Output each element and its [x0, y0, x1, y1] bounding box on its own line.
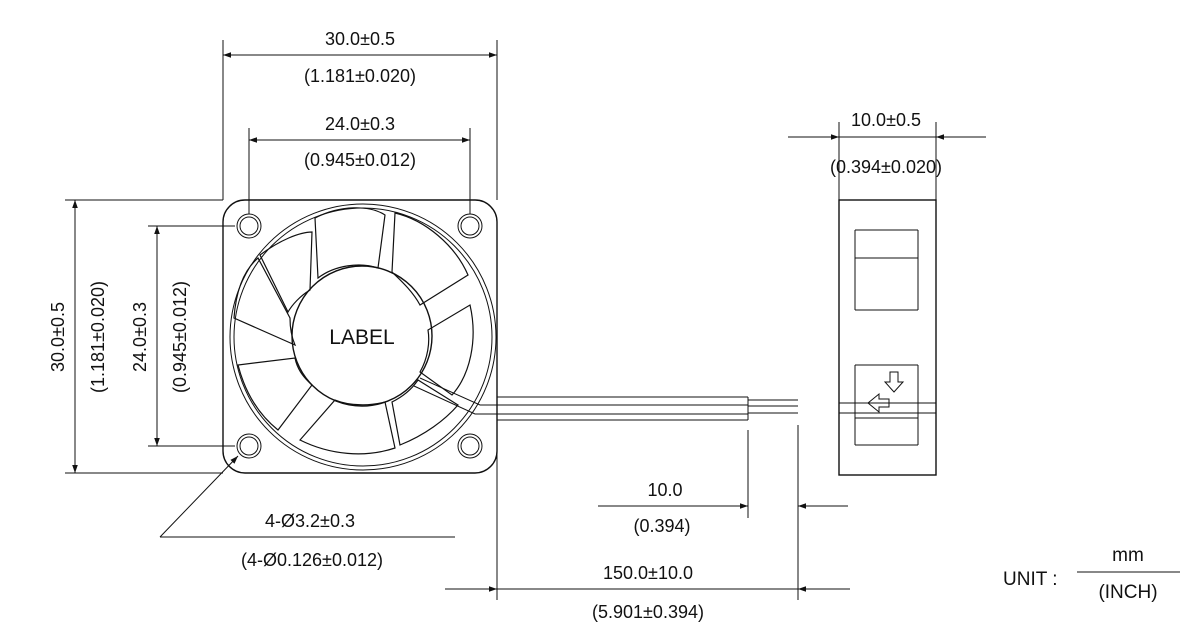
mount-hole: [457, 213, 483, 239]
strip-length-mm: 10.0: [647, 480, 682, 500]
unit-numerator: mm: [1112, 545, 1144, 566]
dim-total-length: 150.0±10.0 (5.901±0.394): [445, 420, 850, 622]
width-outer-inch: (1.181±0.020): [304, 66, 416, 86]
dim-width-outer: 30.0±0.5 (1.181±0.020): [222, 29, 498, 200]
mount-hole: [236, 433, 262, 459]
fan-side-view: [838, 199, 937, 476]
mount-hole: [239, 436, 259, 456]
side-frame-outline: [838, 199, 937, 476]
dim-strip-length: 10.0 (0.394): [598, 425, 848, 600]
height-outer-inch: (1.181±0.020): [88, 281, 108, 393]
fan-hub: [291, 265, 433, 407]
dim-height-holes: 24.0±0.3 (0.945±0.012): [130, 225, 235, 447]
dim-thickness: 10.0±0.5 (0.394±0.020): [788, 110, 986, 210]
dim-height-outer: 30.0±0.5 (1.181±0.020): [48, 199, 223, 474]
mount-hole: [460, 436, 480, 456]
mounting-holes: [236, 213, 483, 459]
width-outer-mm: 30.0±0.5: [325, 29, 395, 49]
height-holes-mm: 24.0±0.3: [130, 302, 150, 372]
height-holes-inch: (0.945±0.012): [170, 281, 190, 393]
unit-denominator: (INCH): [1098, 582, 1157, 603]
thickness-inch: (0.394±0.020): [830, 157, 942, 177]
thickness-mm: 10.0±0.5: [851, 110, 921, 130]
fan-frame-outline: [222, 199, 498, 474]
mount-holes-mm: 4-Ø3.2±0.3: [265, 511, 355, 531]
mount-holes-inch: (4-Ø0.126±0.012): [241, 550, 383, 570]
height-outer-mm: 30.0±0.5: [48, 302, 68, 372]
fan-front-view: LABEL: [222, 199, 498, 474]
total-length-mm: 150.0±10.0: [603, 563, 693, 583]
total-length-inch: (5.901±0.394): [592, 602, 704, 622]
unit-label: UNIT :: [1003, 569, 1058, 590]
mount-hole: [460, 216, 480, 236]
mount-hole: [239, 216, 259, 236]
dim-width-holes: 24.0±0.3 (0.945±0.012): [248, 114, 471, 214]
dim-mount-holes: 4-Ø3.2±0.3 (4-Ø0.126±0.012): [159, 455, 455, 570]
venturi-ring: [229, 203, 497, 471]
rotation-direction-icon: [867, 392, 890, 414]
mount-hole: [457, 433, 483, 459]
lead-wire: [497, 396, 798, 421]
strip-length-inch: (0.394): [633, 516, 690, 536]
mount-hole: [236, 213, 262, 239]
unit-legend: UNIT : mm (INCH): [1003, 545, 1180, 603]
airflow-direction-icon: [883, 371, 905, 393]
hub-label: LABEL: [329, 326, 394, 349]
width-holes-inch: (0.945±0.012): [304, 150, 416, 170]
width-holes-mm: 24.0±0.3: [325, 114, 395, 134]
